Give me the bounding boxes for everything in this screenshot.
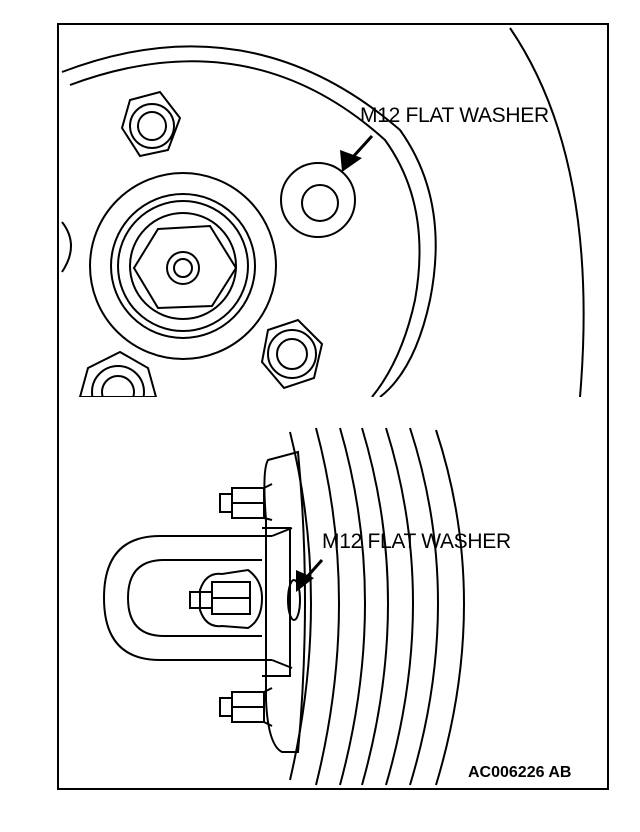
hub-outer bbox=[89, 172, 277, 360]
hub-center-hole bbox=[166, 251, 200, 285]
u-holder bbox=[102, 535, 272, 661]
hub-center-hole-inner bbox=[173, 258, 193, 278]
pulley-rim-outer bbox=[61, 45, 437, 397]
pulley-rim-far bbox=[509, 27, 585, 397]
figure-frame bbox=[57, 23, 609, 790]
flat-washer-bottom bbox=[287, 579, 301, 621]
top-arrow-head bbox=[340, 150, 362, 172]
bottom-callout-label: M12 FLAT WASHER bbox=[322, 530, 511, 553]
bottom-leader-line bbox=[304, 559, 324, 579]
hub-ring-2 bbox=[117, 200, 249, 332]
bottom-arrow-head bbox=[296, 570, 314, 592]
flat-washer-top bbox=[280, 162, 356, 238]
figure-code: AC006226 AB bbox=[468, 764, 572, 781]
bottom-view bbox=[102, 427, 465, 786]
u-holder-inner bbox=[126, 559, 262, 637]
pulley-rim-inner bbox=[69, 60, 421, 397]
hub-ring-1 bbox=[110, 193, 256, 339]
left-edge-arc bbox=[61, 221, 72, 273]
top-view bbox=[61, 27, 585, 397]
top-callout-label: M12 FLAT WASHER bbox=[360, 104, 549, 127]
bolt-lower-right bbox=[260, 318, 324, 390]
hub-hex-nut bbox=[132, 224, 238, 310]
hub-ring-3 bbox=[129, 212, 237, 320]
center-nut bbox=[189, 568, 264, 630]
bolt-upper-left bbox=[120, 90, 182, 158]
bolt-lower-left bbox=[78, 350, 158, 397]
upper-bolt bbox=[219, 483, 273, 521]
flange bbox=[263, 450, 306, 753]
top-leader-line bbox=[350, 134, 374, 160]
lower-bolt bbox=[219, 687, 273, 727]
